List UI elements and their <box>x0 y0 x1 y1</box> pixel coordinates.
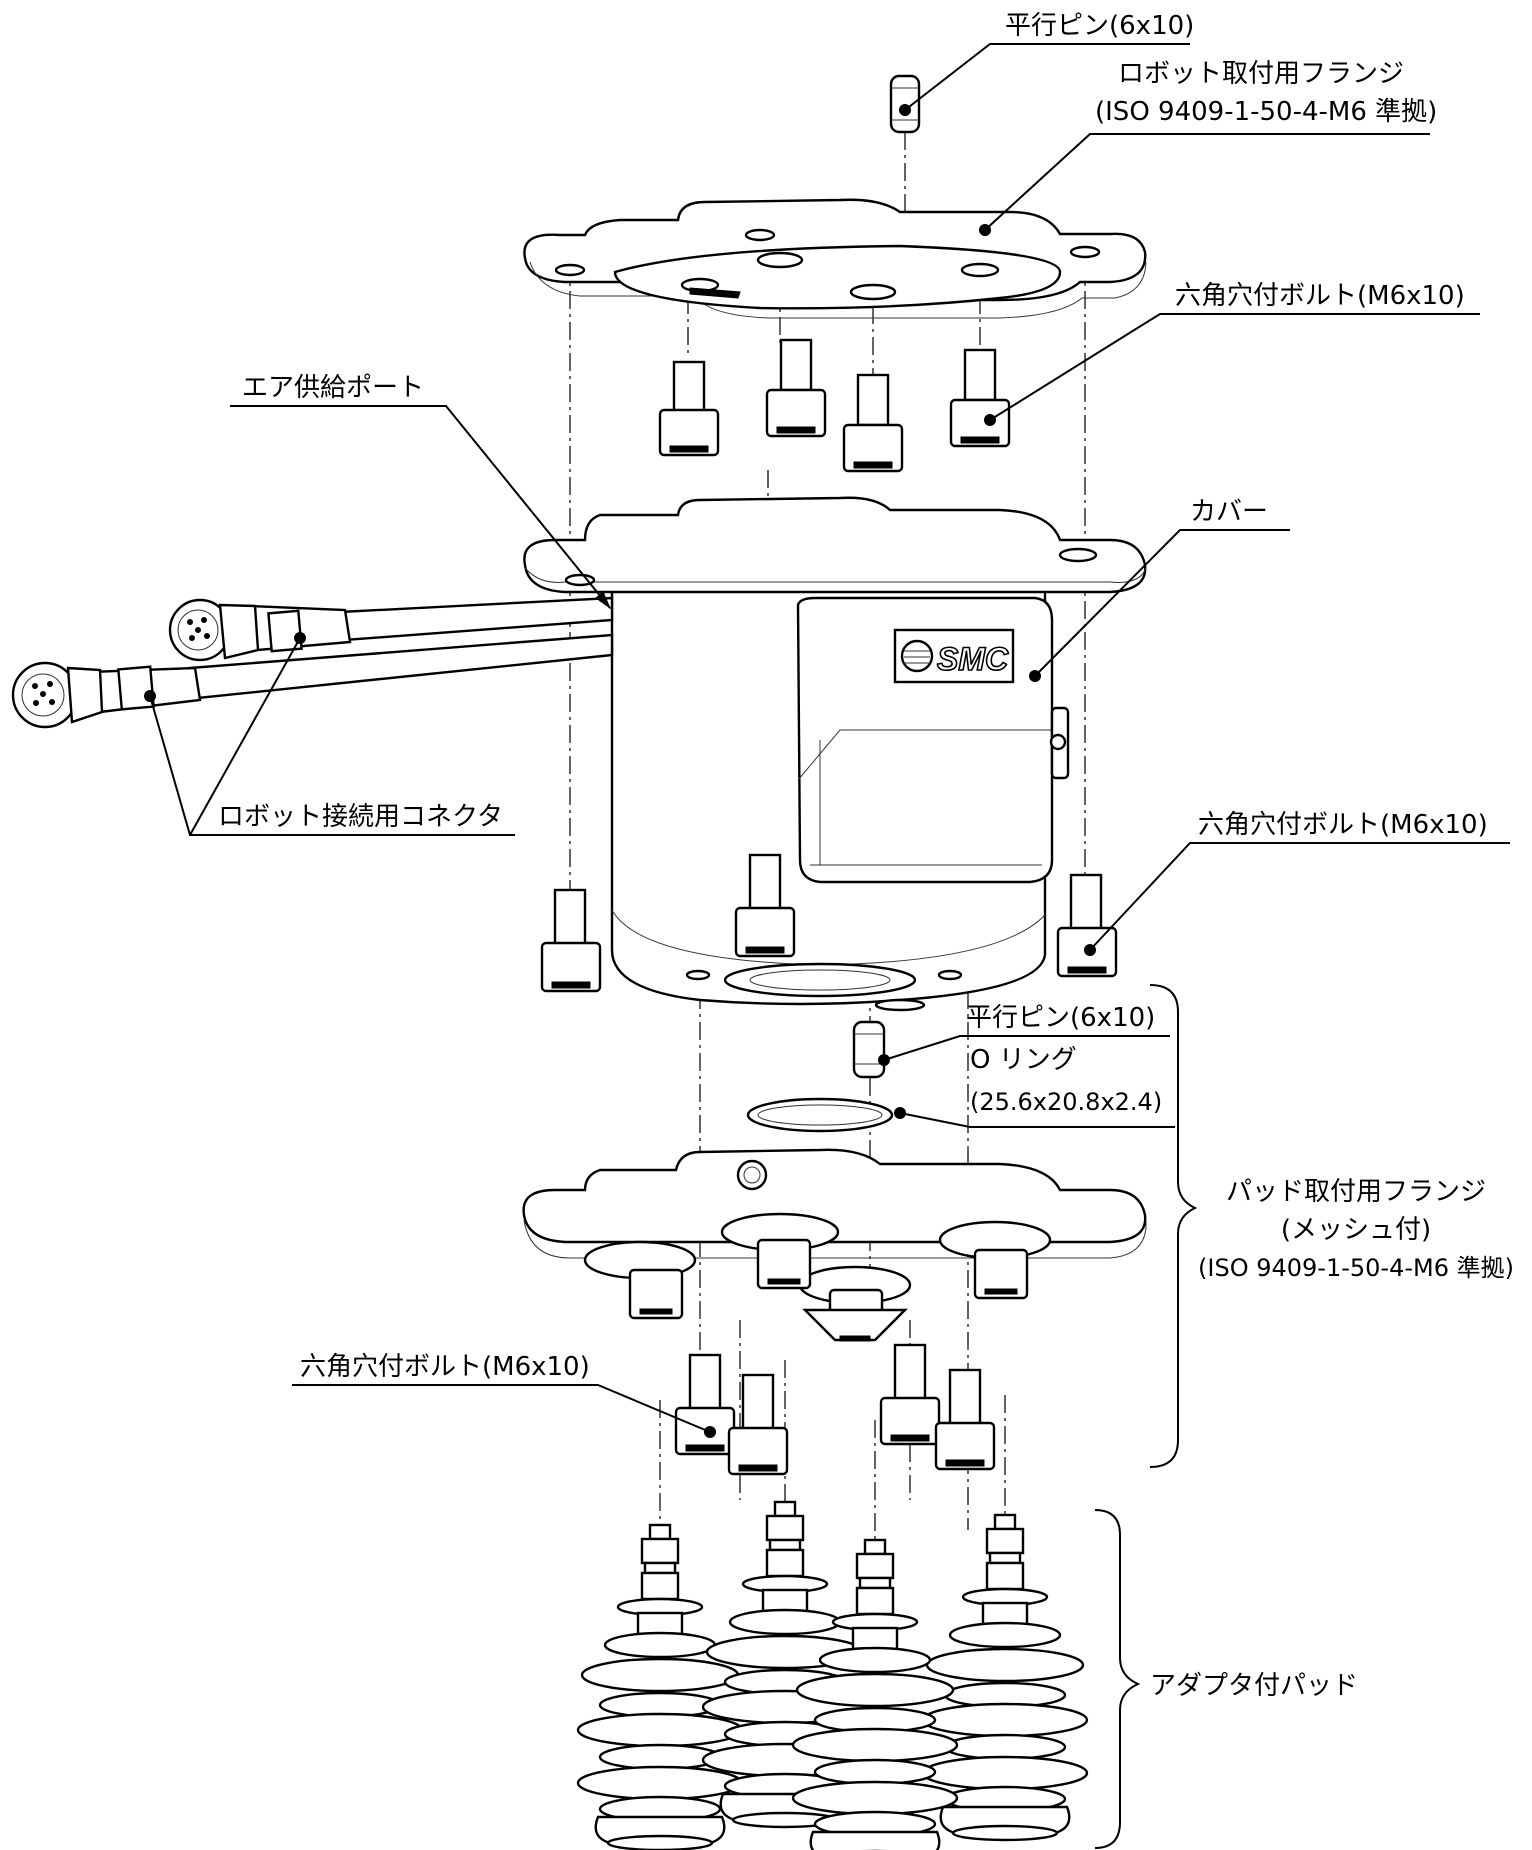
parallel-pin-lower <box>852 1020 886 1079</box>
label-pad-flange-1: パッド取付用フランジ <box>1226 1177 1486 1207</box>
label-air-supply-port: エア供給ポート <box>242 373 424 403</box>
label-pad-with-adapter: アダプタ付パッド <box>1150 1671 1358 1701</box>
label-cover: カバー <box>1190 497 1268 527</box>
robot-connectors <box>11 596 614 729</box>
label-parallel-pin-lower: 平行ピン(6x10) <box>966 1003 1155 1033</box>
label-hex-bolt-middle: 六角穴付ボルト(M6x10) <box>1198 810 1488 840</box>
o-ring <box>746 1097 894 1133</box>
leader-lines <box>144 43 1510 1438</box>
label-parallel-pin-top: 平行ピン(6x10) <box>1005 11 1194 41</box>
smc-logo: SMC <box>937 641 1009 677</box>
label-pad-flange-2: (メッシュ付) <box>1281 1215 1431 1245</box>
label-o-ring: O リング <box>970 1045 1077 1075</box>
label-hex-bolt-lower: 六角穴付ボルト(M6x10) <box>300 1352 590 1382</box>
label-o-ring-size: (25.6x20.8x2.4) <box>970 1088 1162 1116</box>
label-robot-connector: ロボット接続用コネクタ <box>218 802 503 832</box>
robot-mounting-flange <box>523 198 1147 319</box>
main-body: SMC <box>523 496 1147 1012</box>
pad-mounting-flange <box>522 1148 1147 1342</box>
suction-pads <box>576 1500 1089 1850</box>
labels: 平行ピン(6x10) ロボット取付用フランジ (ISO 9409-1-50-4-… <box>218 11 1514 1701</box>
label-hex-bolt-upper: 六角穴付ボルト(M6x10) <box>1175 281 1465 311</box>
label-robot-flange-2: (ISO 9409-1-50-4-M6 準拠) <box>1095 97 1437 127</box>
suction-pad <box>791 1538 959 1850</box>
hex-bolts-lower <box>674 1343 996 1476</box>
suction-pad <box>576 1523 744 1850</box>
label-robot-flange-1: ロボット取付用フランジ <box>1118 59 1404 89</box>
label-pad-flange-3: (ISO 9409-1-50-4-M6 準拠) <box>1198 1254 1514 1282</box>
brackets <box>1094 984 1198 1849</box>
hex-bolts-upper <box>658 338 1011 473</box>
